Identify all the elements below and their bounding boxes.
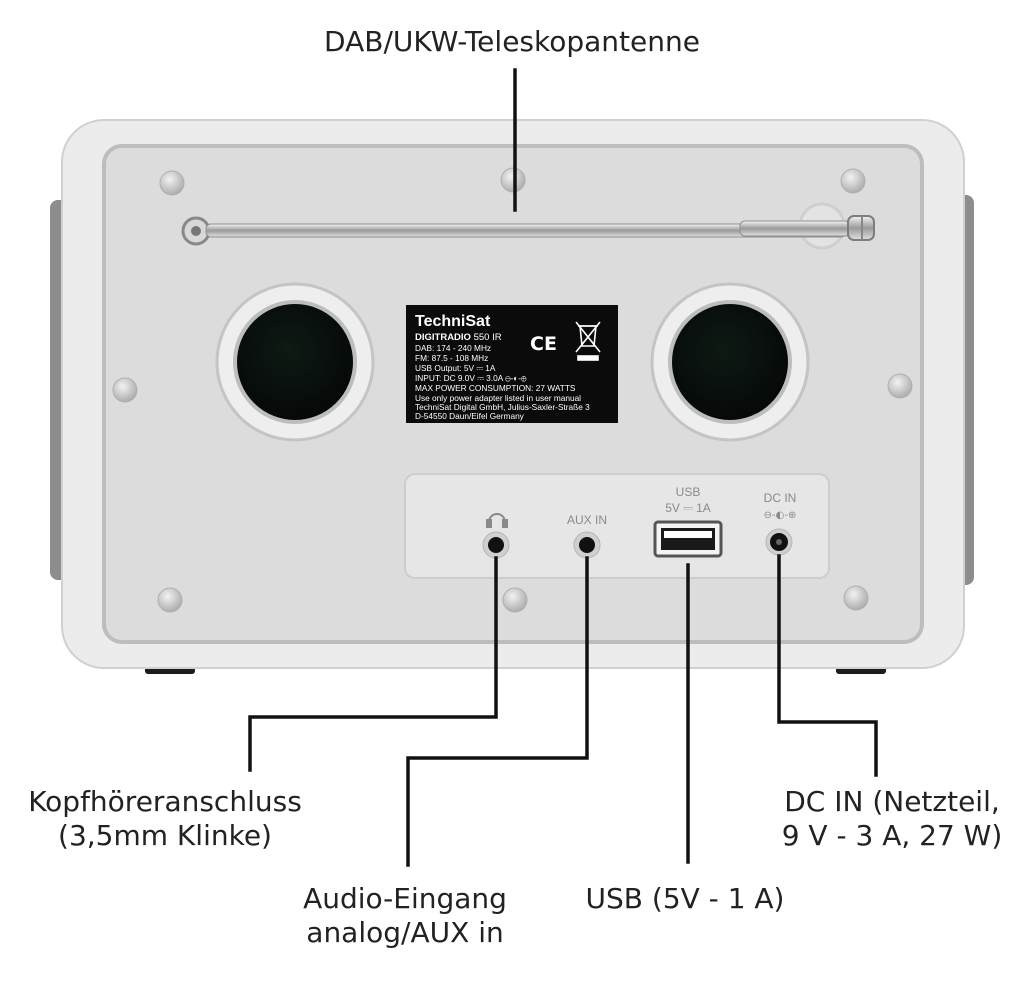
plate-lines: DAB: 174 - 240 MHz FM: 87.5 - 108 MHz US… bbox=[415, 343, 590, 421]
leader-aux bbox=[406, 556, 589, 867]
screw bbox=[887, 373, 913, 399]
label-line: Kopfhöreranschluss bbox=[28, 785, 302, 818]
label-antenna: DAB/UKW-Teleskopantenne bbox=[250, 25, 774, 59]
screw bbox=[840, 168, 866, 194]
plate-line: USB Output: 5V ⎓ 1A bbox=[415, 363, 496, 373]
bass-port-left bbox=[215, 282, 375, 442]
label-line: 9 V - 3 A, 27 W) bbox=[781, 819, 1003, 852]
label-line: DC IN (Netzteil, bbox=[784, 785, 1000, 818]
rating-plate: TechniSat DIGITRADIO 550 IR CE DAB: 174 … bbox=[406, 305, 618, 423]
plate-line: DAB: 174 - 240 MHz bbox=[415, 343, 491, 353]
leader-dc bbox=[777, 554, 878, 777]
bass-port-right bbox=[650, 282, 810, 442]
plate-line: TechniSat Digital GmbH, Julius-Saxler-St… bbox=[415, 402, 590, 412]
screw bbox=[159, 170, 185, 196]
plate-line: INPUT: DC 9.0V ⎓ 3.0A ⊖-◐-⊕ bbox=[415, 373, 527, 383]
headphone-jack[interactable] bbox=[482, 531, 510, 559]
headphones-icon bbox=[486, 513, 508, 528]
telescopic-antenna[interactable] bbox=[181, 202, 875, 250]
aux-in-label: AUX IN bbox=[567, 513, 607, 527]
label-aux-input: Audio-Eingang analog/AUX in bbox=[250, 882, 560, 950]
crossed-bin-icon bbox=[575, 321, 601, 361]
plate-line: Use only power adapter listed in user ma… bbox=[415, 393, 581, 403]
label-usb: USB (5V - 1 A) bbox=[560, 882, 810, 916]
dc-polarity-icon: ⊖-◐-⊕ bbox=[764, 510, 797, 521]
model-name: DIGITRADIO 550 IR bbox=[415, 332, 502, 343]
dc-in-label: DC IN bbox=[764, 491, 797, 505]
screw bbox=[500, 167, 526, 193]
dc-in-jack[interactable] bbox=[765, 528, 793, 556]
label-line: (3,5mm Klinke) bbox=[58, 819, 272, 852]
screw bbox=[502, 587, 528, 613]
screw bbox=[843, 585, 869, 611]
plate-line: D-54550 Daun/Eifel Germany bbox=[415, 411, 525, 421]
aux-in-jack[interactable] bbox=[573, 531, 601, 559]
usb-port[interactable] bbox=[653, 520, 723, 558]
screws bbox=[112, 167, 913, 613]
label-line: DAB/UKW-Teleskopantenne bbox=[324, 25, 700, 58]
connector-panel: AUX IN USB 5V ⎓ 1A DC IN ⊖-◐-⊕ bbox=[404, 473, 830, 579]
label-dc-in: DC IN (Netzteil, 9 V - 3 A, 27 W) bbox=[760, 785, 1024, 853]
screw bbox=[112, 377, 138, 403]
ce-mark: CE bbox=[530, 333, 557, 355]
label-line: Audio-Eingang bbox=[303, 882, 507, 915]
usb-label: USB bbox=[676, 485, 701, 499]
leader-lines bbox=[248, 68, 878, 867]
brand-logo: TechniSat bbox=[415, 313, 491, 330]
leader-headphone bbox=[248, 556, 498, 772]
screw bbox=[157, 587, 183, 613]
usb-rating: 5V ⎓ 1A bbox=[665, 501, 711, 515]
plate-line: MAX POWER CONSUMPTION: 27 WATTS bbox=[415, 383, 576, 393]
label-line: analog/AUX in bbox=[306, 916, 504, 949]
plate-line: FM: 87.5 - 108 MHz bbox=[415, 353, 488, 363]
label-headphone: Kopfhöreranschluss (3,5mm Klinke) bbox=[0, 785, 330, 853]
label-line: USB (5V - 1 A) bbox=[585, 882, 785, 915]
